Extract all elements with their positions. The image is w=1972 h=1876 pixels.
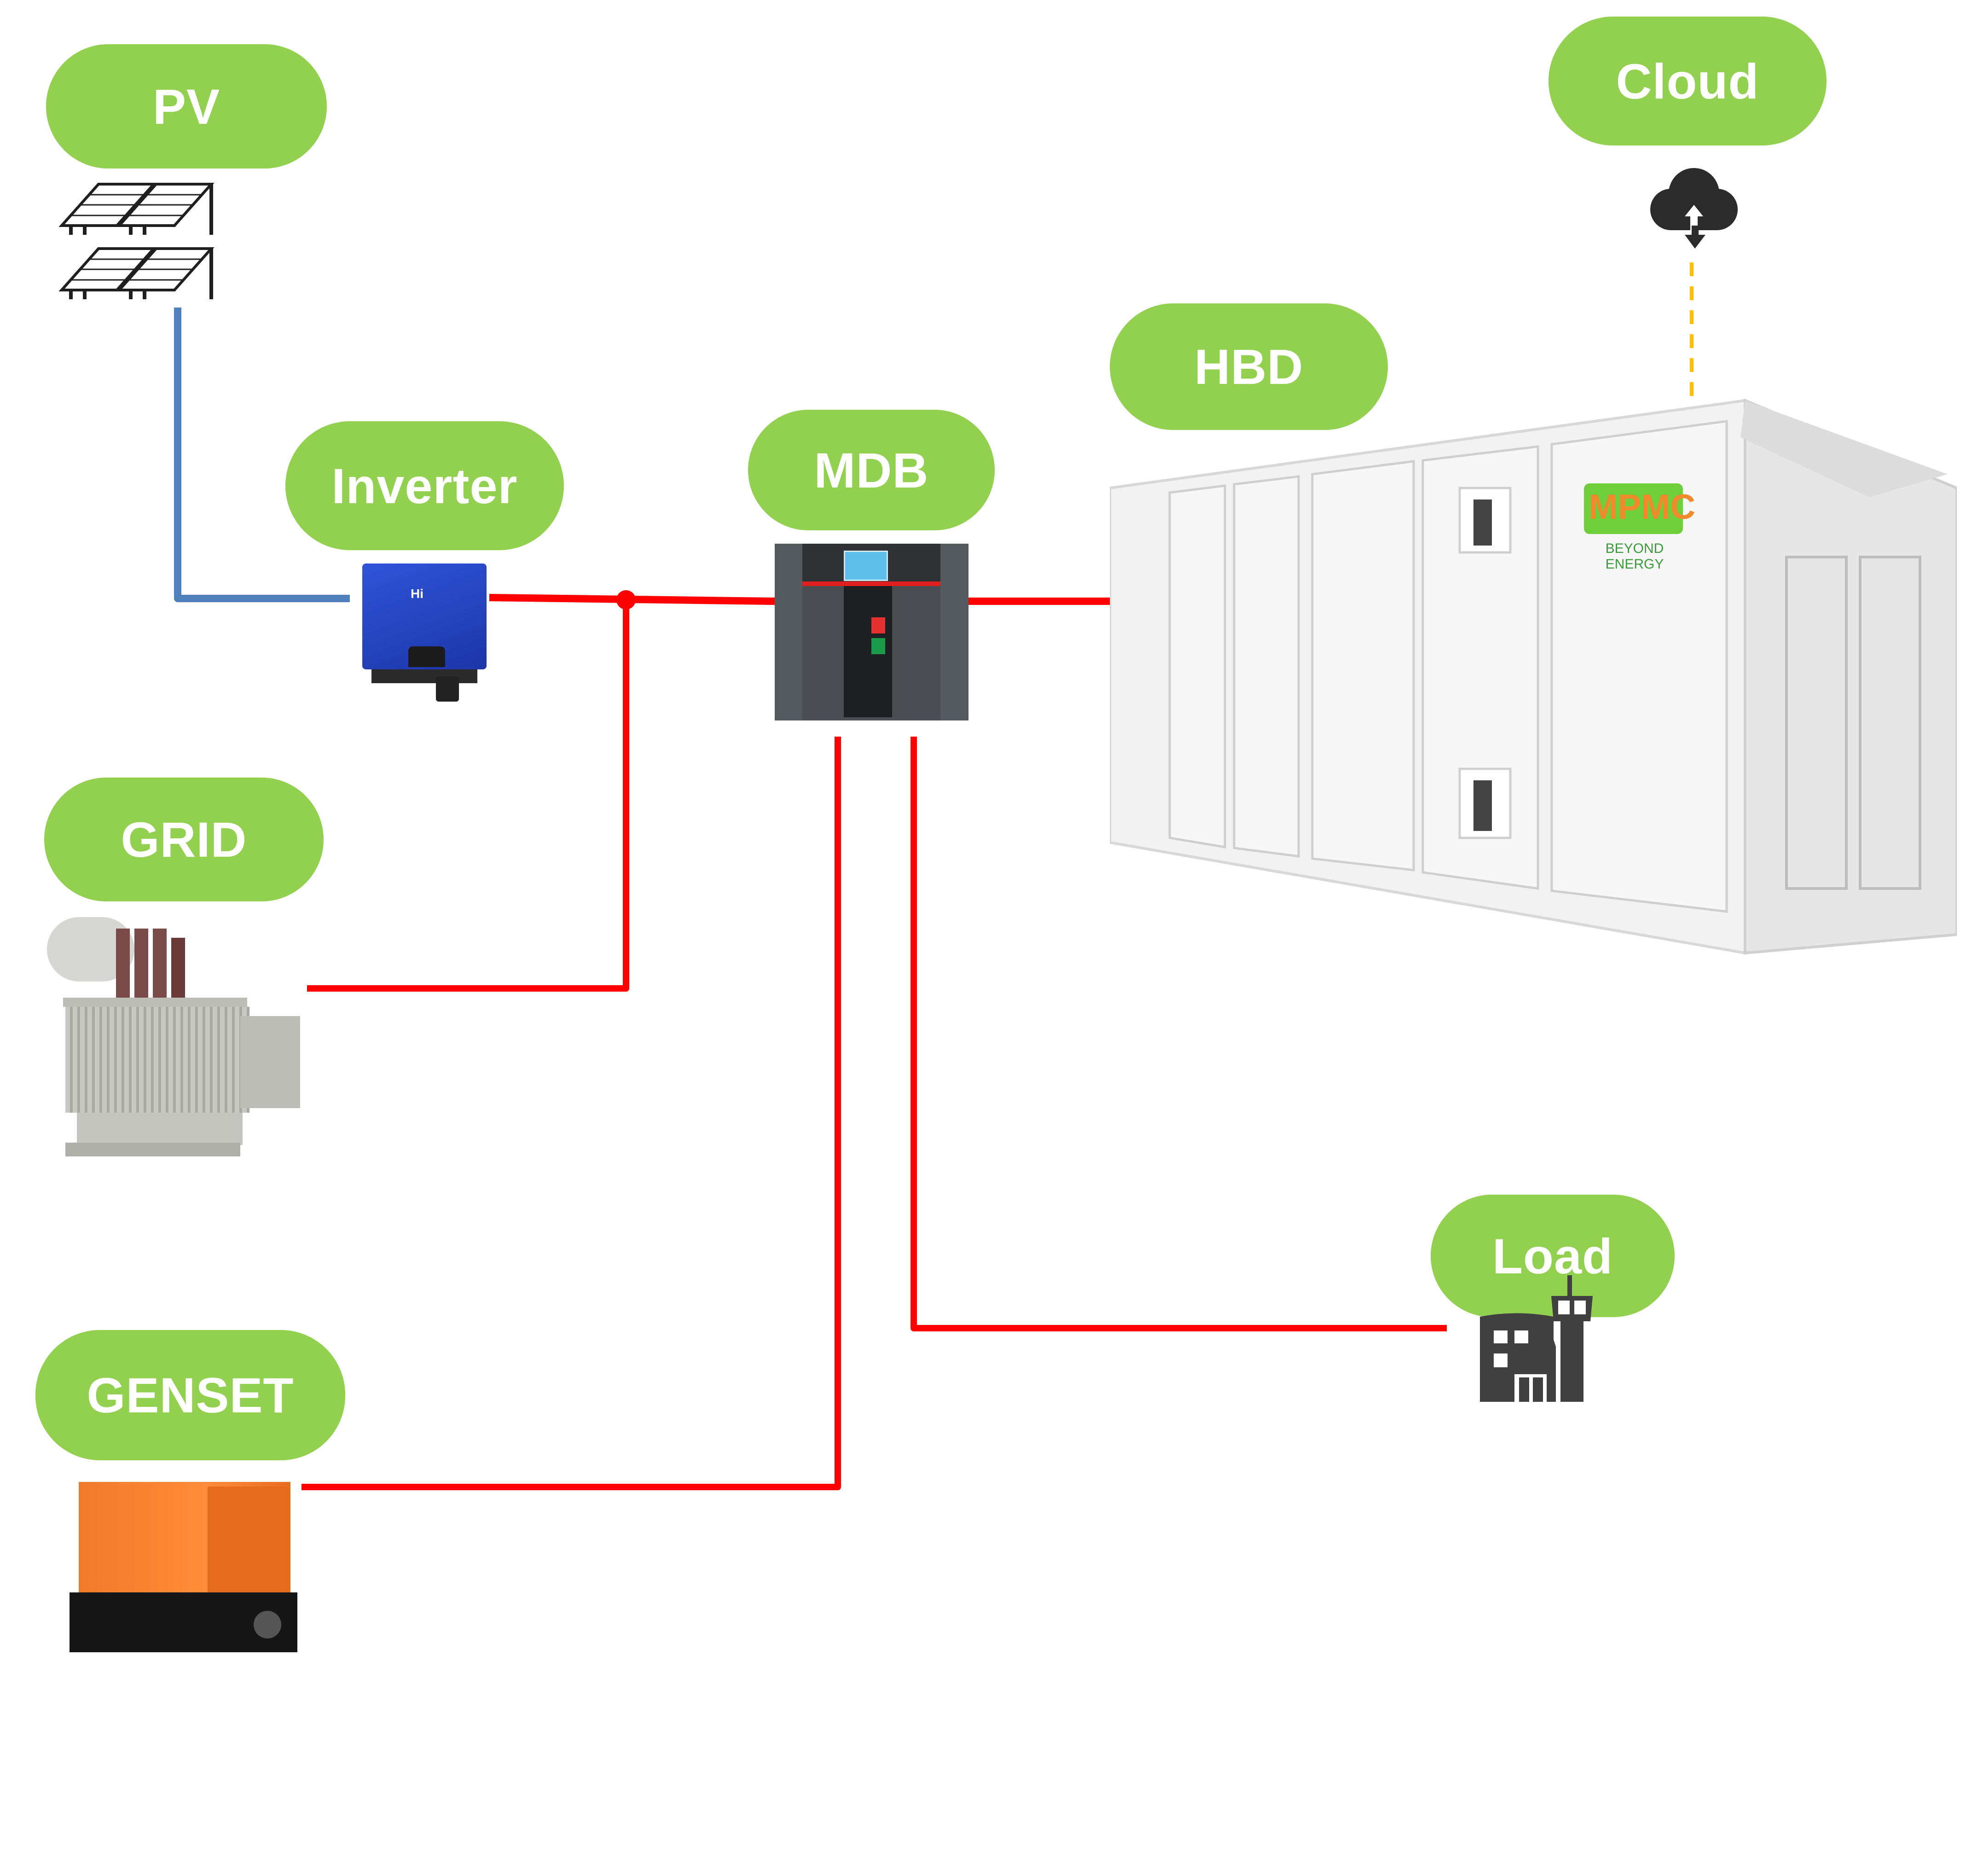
solar-panel-array-icon [58,183,215,299]
label-grid-text: GRID [121,812,247,867]
wire-mdb-load [911,737,1447,1331]
label-hbd-text: HBD [1194,339,1304,395]
junction-dot [616,590,636,610]
label-grid: GRID [44,778,324,901]
label-mdb-text: MDB [814,442,929,498]
label-inverter-text: Inverter [331,458,518,514]
label-genset: GENSET [35,1330,345,1460]
label-hbd: HBD [1110,303,1388,430]
wire-pv-inverter [174,308,350,602]
building-icon [1480,1275,1593,1402]
cloud-sync-icon [1650,168,1738,249]
label-genset-text: GENSET [87,1367,294,1423]
label-pv-text: PV [152,78,220,134]
circuit-breaker-icon [775,544,969,720]
generator-icon [70,1473,297,1669]
battery-container-icon: MPMC BEYOND ENERGY [1108,382,1958,990]
inverter-icon: Hi [358,559,491,702]
label-pv: PV [46,44,327,168]
label-mdb: MDB [748,410,995,530]
wire-grid-junction [307,599,629,992]
inverter-brand-mark: Hi [411,587,423,601]
label-cloud-text: Cloud [1616,53,1759,109]
label-cloud: Cloud [1549,17,1827,145]
hbd-logo-tagline: BEYOND ENERGY [1605,541,1664,572]
hbd-logo-text: MPMC [1589,488,1696,527]
wire-genset-mdb [302,737,841,1490]
transformer-icon [38,910,309,1163]
label-inverter: Inverter [285,421,564,550]
label-load-text: Load [1492,1228,1613,1284]
